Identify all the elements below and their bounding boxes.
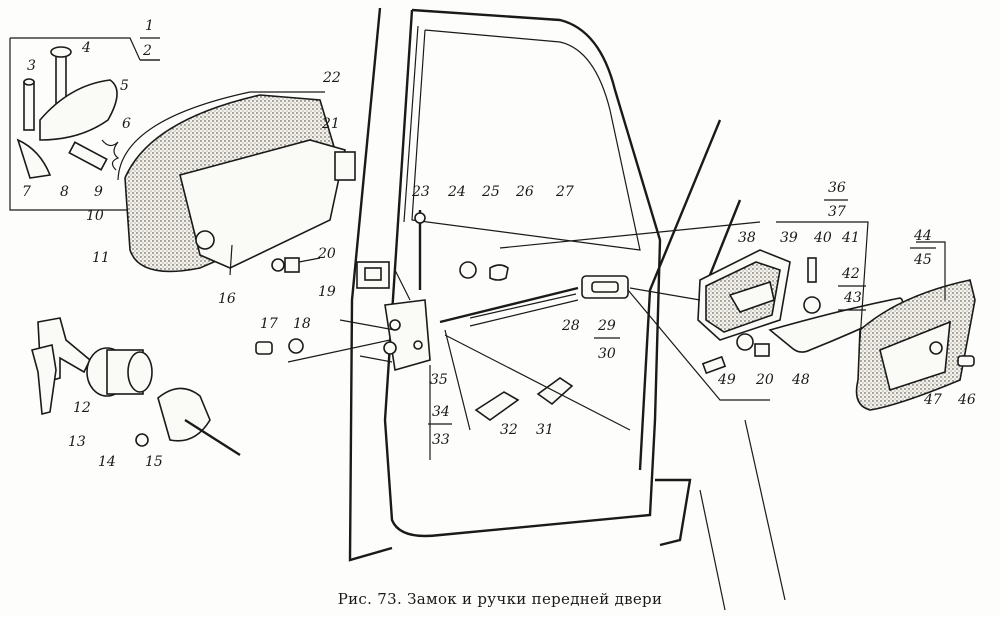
lock-mechanism — [255, 210, 631, 460]
label-35: 35 — [430, 372, 448, 388]
label-48: 48 — [791, 372, 810, 388]
label-4: 4 — [81, 40, 91, 56]
label-17: 17 — [260, 316, 278, 332]
label-36: 36 — [828, 180, 846, 196]
label-19: 19 — [318, 284, 336, 300]
label-12: 12 — [73, 400, 91, 416]
label-41: 41 — [841, 230, 860, 246]
label-39: 39 — [780, 230, 798, 246]
label-16: 16 — [218, 291, 236, 307]
label-25: 25 — [481, 184, 500, 200]
label-10: 10 — [86, 208, 104, 224]
label-46: 46 — [957, 392, 976, 408]
label-15: 15 — [145, 454, 163, 470]
label-45: 45 — [913, 252, 932, 268]
label-13: 13 — [68, 434, 86, 450]
label-18: 18 — [293, 316, 311, 332]
label-49: 49 — [717, 372, 736, 388]
label-2: 2 — [142, 43, 152, 59]
part-number-labels: 1 2 3 4 5 6 7 8 9 10 11 12 13 14 15 16 1… — [22, 18, 976, 470]
label-20a: 20 — [317, 246, 336, 262]
label-14: 14 — [98, 454, 116, 470]
label-23: 23 — [411, 184, 430, 200]
label-1: 1 — [145, 18, 154, 34]
label-22: 22 — [322, 70, 341, 86]
label-31: 31 — [536, 422, 554, 438]
label-11: 11 — [92, 250, 110, 266]
label-27: 27 — [555, 184, 574, 200]
label-44: 44 — [913, 228, 932, 244]
label-20b: 20 — [755, 372, 774, 388]
inside-handle-assembly — [499, 221, 976, 411]
label-28: 28 — [561, 318, 580, 334]
label-24: 24 — [447, 184, 466, 200]
label-30: 30 — [598, 346, 616, 362]
label-34: 34 — [432, 404, 450, 420]
label-8: 8 — [60, 184, 69, 200]
label-40: 40 — [813, 230, 832, 246]
figure-caption: Рис. 73. Замок и ручки передней двери — [337, 590, 663, 608]
label-5: 5 — [120, 78, 129, 94]
label-43: 43 — [843, 290, 862, 306]
label-3: 3 — [27, 58, 36, 74]
door-panel — [348, 7, 786, 611]
label-7: 7 — [22, 184, 31, 200]
label-6: 6 — [122, 116, 131, 132]
label-42: 42 — [841, 266, 860, 282]
label-26: 26 — [515, 184, 534, 200]
label-38: 38 — [738, 230, 756, 246]
key-and-cylinder — [31, 317, 241, 457]
label-33: 33 — [432, 432, 450, 448]
label-47: 47 — [923, 392, 942, 408]
outside-handle-assembly — [9, 37, 356, 276]
label-21: 21 — [321, 116, 340, 132]
label-37: 37 — [828, 204, 846, 220]
label-29: 29 — [597, 318, 616, 334]
label-9: 9 — [94, 184, 103, 200]
label-32: 32 — [500, 422, 518, 438]
